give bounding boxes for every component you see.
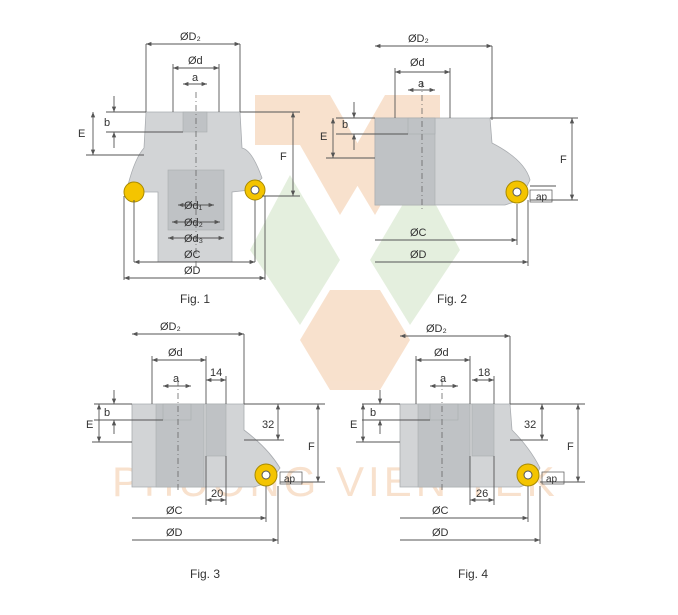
dim-a: a	[440, 373, 447, 385]
figure-caption: Fig. 1	[180, 292, 210, 306]
dim-F: F	[280, 151, 287, 163]
key-slot	[162, 403, 192, 421]
dim-b: b	[104, 117, 110, 129]
key-slot	[429, 403, 459, 421]
dim-D2: ØD₂	[426, 323, 447, 335]
figure-caption: Fig. 2	[437, 292, 467, 306]
dim-D2: ØD₂	[160, 321, 181, 333]
figure-3: ØD₂ Ød a 14 b E 32 F ap 20 ØC	[86, 321, 325, 581]
figure-2: ØD₂ Ød a b E F ap ØC ØD Fig. 2	[320, 33, 578, 306]
dim-F: F	[567, 441, 574, 453]
dim-32: 32	[262, 419, 274, 431]
dim-14: 14	[210, 367, 222, 379]
dim-ap: ap	[546, 474, 558, 485]
dim-D2: ØD₂	[408, 33, 429, 45]
insert-left	[123, 181, 145, 203]
dim-d: Ød	[434, 347, 449, 359]
dim-a: a	[418, 78, 425, 90]
drive-slot	[205, 403, 227, 457]
dim-d: Ød	[168, 347, 183, 359]
dim-20: 20	[211, 488, 223, 500]
dim-18: 18	[478, 367, 490, 379]
dim-d: Ød	[188, 55, 203, 67]
dim-F: F	[560, 154, 567, 166]
key-slot	[182, 111, 208, 133]
dim-E: E	[350, 419, 357, 431]
dim-D: ØD	[166, 527, 183, 539]
key-slot	[407, 117, 436, 135]
dim-D2: ØD₂	[180, 31, 201, 43]
dim-D: ØD	[432, 527, 449, 539]
dim-E: E	[78, 128, 85, 140]
figure-4: ØD₂ Ød a 18 b E 32 F ap 26 ØC	[350, 323, 585, 581]
dim-26: 26	[476, 488, 488, 500]
dim-E: E	[86, 419, 93, 431]
dim-b: b	[370, 407, 376, 419]
dim-C: ØC	[184, 249, 201, 261]
dim-ap: ap	[536, 192, 548, 203]
dim-C: ØC	[166, 505, 183, 517]
dim-d1: Ød₁	[184, 200, 203, 212]
dim-b: b	[104, 407, 110, 419]
dim-d: Ød	[410, 57, 425, 69]
dim-D: ØD	[184, 265, 201, 277]
dim-b: b	[342, 119, 348, 131]
dim-D: ØD	[410, 249, 427, 261]
dim-a: a	[192, 72, 199, 84]
dim-C: ØC	[410, 227, 427, 239]
dim-ap: ap	[284, 474, 296, 485]
figure-caption: Fig. 4	[458, 567, 488, 581]
figure-1: ØD₂ Ød a b E F Ød₁ Ød₂ Ød₃ ØC ØD Fig.	[78, 31, 300, 306]
dim-E: E	[320, 131, 327, 143]
dim-F: F	[308, 441, 315, 453]
dim-C: ØC	[432, 505, 449, 517]
dim-32: 32	[524, 419, 536, 431]
dim-d3: Ød₃	[184, 233, 203, 245]
dim-a: a	[173, 373, 180, 385]
figure-caption: Fig. 3	[190, 567, 220, 581]
drive-slot	[471, 403, 495, 457]
dim-d2: Ød₂	[184, 217, 203, 229]
